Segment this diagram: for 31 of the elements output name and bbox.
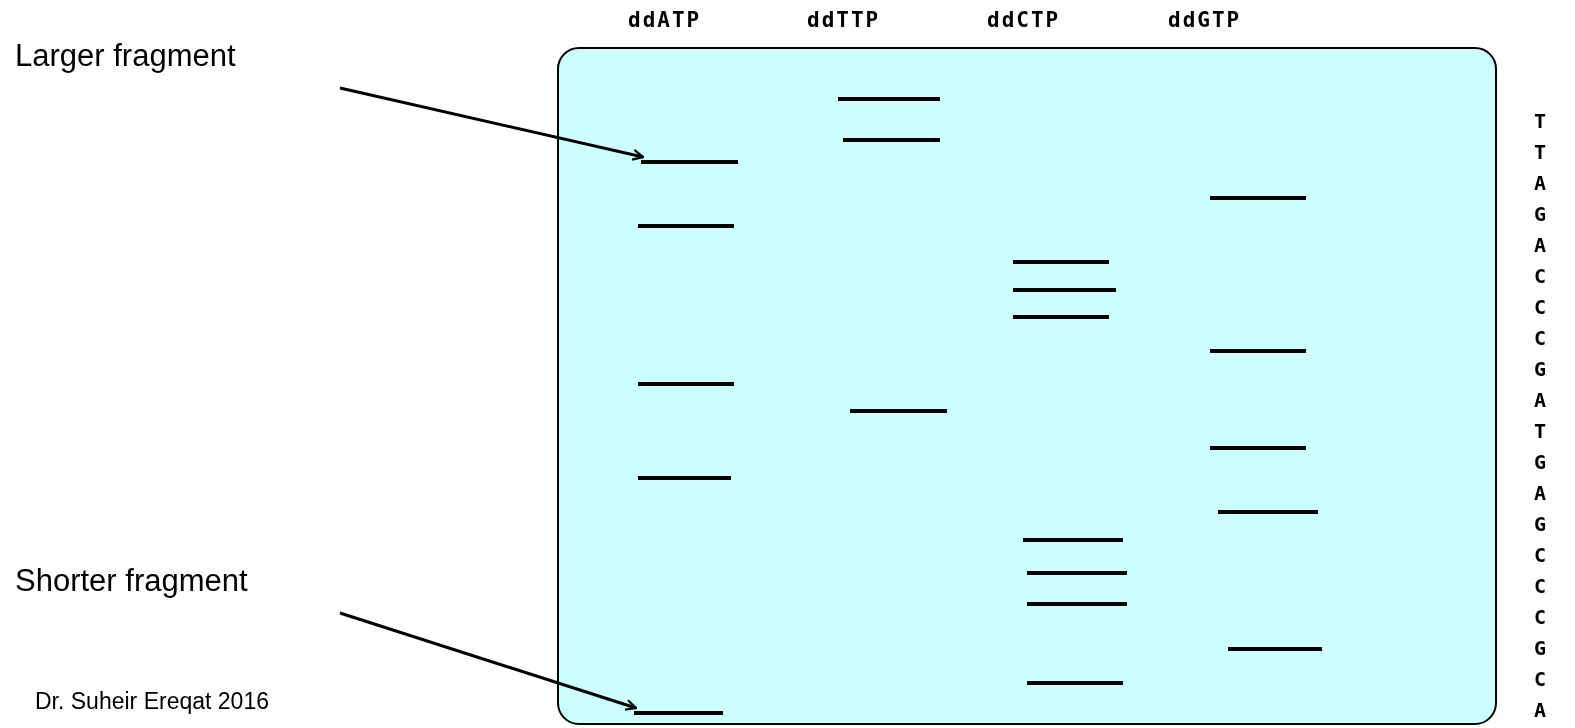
sequence-letter: G (1532, 203, 1547, 225)
sequence-letter: C (1532, 296, 1547, 318)
sequence-letter: A (1532, 234, 1547, 256)
sequence-letter: C (1532, 606, 1547, 628)
arrow (339, 86, 645, 161)
sequence-letter: A (1532, 699, 1547, 721)
sequence-letter: C (1532, 668, 1547, 690)
sequence-letter: G (1532, 637, 1547, 659)
lane-label: ddTTP (807, 8, 881, 32)
credit-text: Dr. Suheir Ereqat 2016 (35, 688, 269, 715)
sequence-letter: C (1532, 575, 1547, 597)
arrow (339, 611, 638, 711)
sequence-letter: G (1532, 358, 1547, 380)
sequence-letter: A (1532, 482, 1547, 504)
sequence-letter: T (1532, 420, 1547, 442)
fragment-label: Shorter fragment (15, 563, 248, 599)
sequence-letter: C (1532, 544, 1547, 566)
gel-band (634, 711, 723, 715)
sequence-letter: T (1532, 110, 1547, 132)
fragment-label: Larger fragment (15, 38, 236, 74)
lane-label: ddATP (628, 8, 702, 32)
sequence-letter: A (1532, 172, 1547, 194)
sequence-letter: C (1532, 327, 1547, 349)
sequence-letter: G (1532, 513, 1547, 535)
lane-label: ddGTP (1168, 8, 1242, 32)
lane-label: ddCTP (987, 8, 1061, 32)
sequence-letter: T (1532, 141, 1547, 163)
sequence-letter: A (1532, 389, 1547, 411)
sequence-letter: G (1532, 451, 1547, 473)
sequence-letter: C (1532, 265, 1547, 287)
gel-band (641, 160, 738, 164)
